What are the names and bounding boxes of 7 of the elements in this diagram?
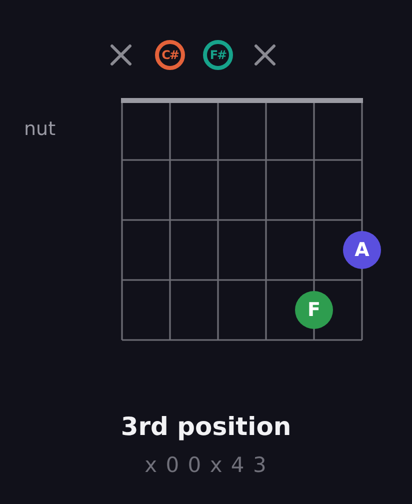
fingering-caption: x 0 0 x 4 3 [144, 453, 268, 477]
chord-title: 3rd position [120, 412, 292, 441]
finger-dot: F [295, 291, 333, 329]
nut-label: nut [24, 118, 56, 140]
open-string-marker: F# [203, 40, 233, 70]
finger-dot: A [343, 231, 381, 269]
open-string-marker: C# [155, 40, 185, 70]
